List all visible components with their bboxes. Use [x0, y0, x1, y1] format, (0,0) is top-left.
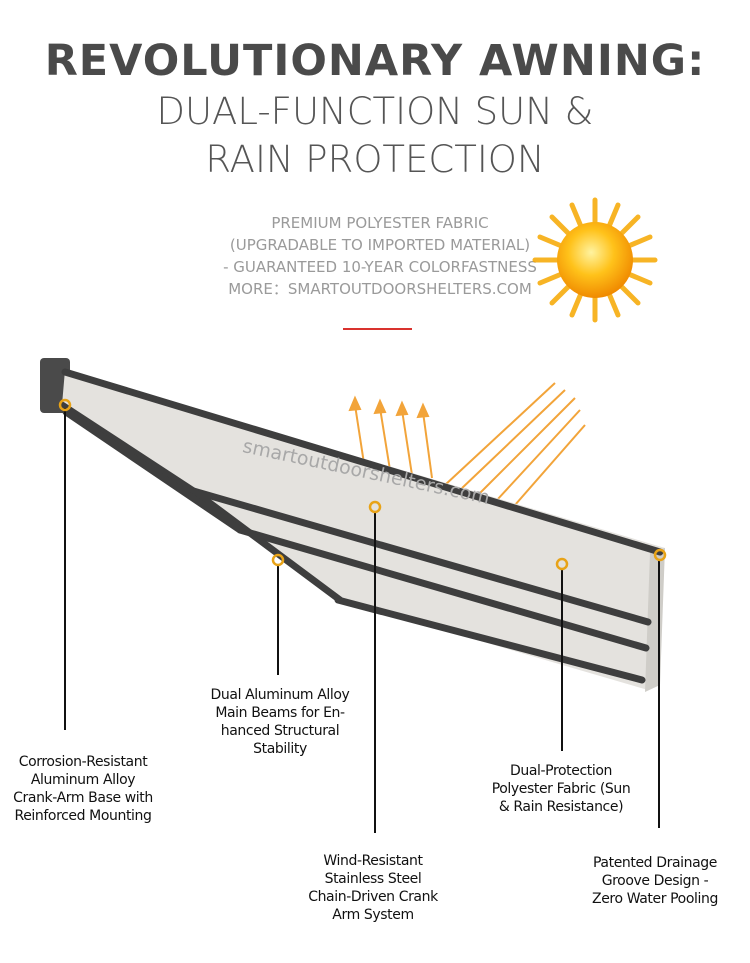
callout-line: Crank-Arm Base with	[13, 790, 153, 806]
title-line-1: REVOLUTIONARY AWNING:	[44, 36, 706, 86]
callout-line: Patented Drainage	[593, 855, 717, 871]
subtitle-line-2: (UPGRADABLE TO IMPORTED MATERIAL)	[229, 236, 531, 254]
marker-beams	[271, 553, 285, 567]
title-line-3: RAIN PROTECTION	[205, 138, 545, 181]
callout-leaders	[64, 408, 660, 833]
reflection-arrows	[348, 395, 433, 479]
callout-crank-arm-base: Corrosion-Resistant Aluminum Alloy Crank…	[3, 753, 163, 825]
subtitle-line-4: MORE：SMARTOUTDOORSHELTERS.COM	[228, 280, 532, 298]
callout-line: & Rain Resistance)	[498, 799, 624, 815]
title-lines: DUAL-FUNCTION SUN & RAIN PROTECTION	[0, 88, 750, 184]
divider-accent	[343, 328, 412, 330]
callout-line: Corrosion-Resistant	[18, 754, 148, 770]
sun-icon	[532, 197, 658, 323]
callout-line: Dual-Protection	[509, 763, 612, 779]
callout-line: Aluminum Alloy	[30, 772, 136, 788]
callout-crank-arm-system: Wind-Resistant Stainless Steel Chain-Dri…	[293, 852, 453, 924]
marker-arm	[368, 500, 382, 514]
sun-rays	[444, 382, 586, 506]
subtitle: PREMIUM POLYESTER FABRIC (UPGRADABLE TO …	[190, 212, 570, 300]
callout-line: Groove Design -	[601, 873, 709, 889]
callout-drainage: Patented Drainage Groove Design - Zero W…	[575, 854, 735, 908]
callout-fabric: Dual-Protection Polyester Fabric (Sun & …	[481, 762, 641, 816]
callout-line: Stability	[253, 741, 307, 757]
callout-line: Dual Aluminum Alloy	[210, 687, 350, 703]
callout-line: Main Beams for En-	[215, 705, 345, 721]
callout-line: Stainless Steel	[324, 871, 422, 887]
title-line-2: DUAL-FUNCTION SUN &	[156, 90, 594, 133]
callout-line: Zero Water Pooling	[592, 891, 718, 907]
marker-base	[58, 398, 72, 412]
callout-line: Reinforced Mounting	[14, 808, 152, 824]
marker-fabric	[555, 557, 569, 571]
callout-line: hanced Structural	[220, 723, 340, 739]
callout-line: Polyester Fabric (Sun	[491, 781, 631, 797]
callout-line: Arm System	[332, 907, 414, 923]
callout-main-beams: Dual Aluminum Alloy Main Beams for En- h…	[200, 686, 360, 758]
subtitle-line-1: PREMIUM POLYESTER FABRIC	[271, 214, 489, 232]
marker-drainage	[653, 548, 667, 562]
callout-line: Chain-Driven Crank	[308, 889, 438, 905]
subtitle-line-3: - GUARANTEED 10-YEAR COLORFASTNESS	[223, 258, 537, 276]
callout-line: Wind-Resistant	[323, 853, 423, 869]
